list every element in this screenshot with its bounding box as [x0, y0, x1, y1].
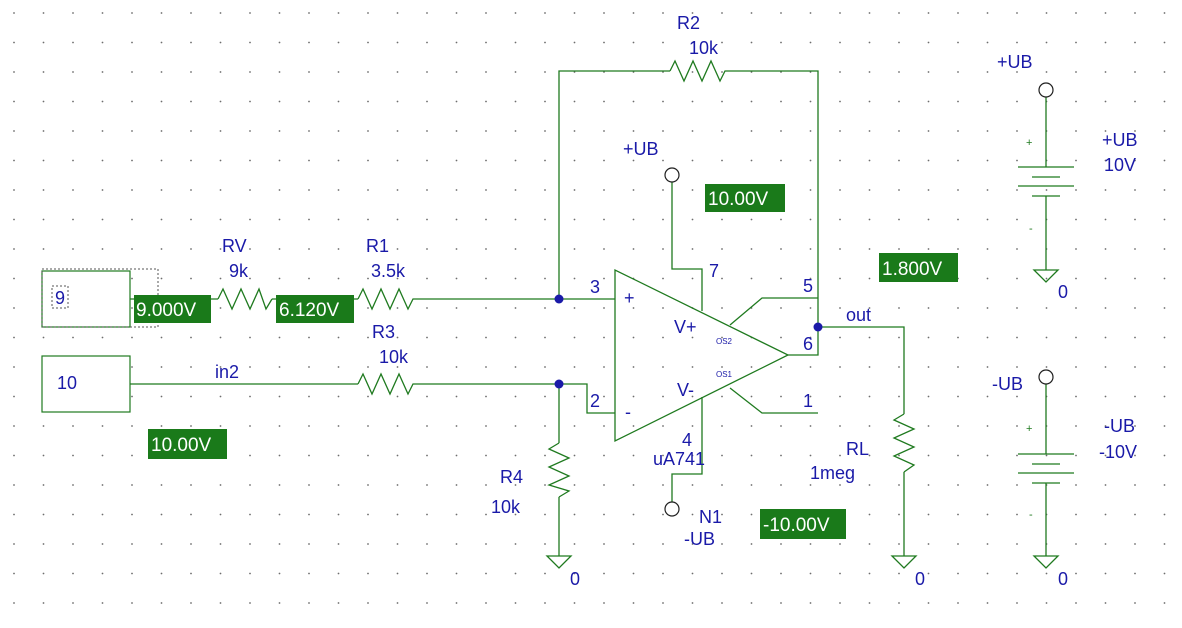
net-label-in2: in2	[215, 362, 239, 382]
opamp-os1-label: OS1	[716, 370, 733, 379]
vpos-supply-value: 10V	[1104, 155, 1136, 175]
r1-refdes: R1	[366, 236, 389, 256]
rv-value: 9k	[229, 261, 249, 281]
input-source-2-box[interactable]	[41, 355, 131, 413]
ground-symbol-vpos[interactable]	[1032, 269, 1060, 283]
opamp-pin1-label: 1	[803, 391, 813, 411]
resistor-r3-symbol[interactable]	[357, 372, 416, 396]
resistor-r4-symbol[interactable]	[547, 442, 571, 498]
vpos-supply-minus: -	[1029, 223, 1033, 235]
ground-label-vpos: 0	[1058, 282, 1068, 302]
battery-vneg-symbol[interactable]	[1018, 453, 1074, 484]
wire-out-rl	[818, 326, 905, 414]
battery-vpos-symbol[interactable]	[1018, 166, 1074, 197]
opamp-pin4-label: 4	[682, 430, 692, 450]
opamp-plus-sign: +	[624, 288, 635, 308]
resistor-rl-symbol[interactable]	[892, 413, 916, 473]
vpos-supply-refdes: +UB	[1102, 130, 1138, 150]
vpos-supply-plus: +	[1026, 137, 1032, 149]
voltage-marker-vneg-bg	[760, 509, 846, 539]
ground-symbol-r4[interactable]	[545, 555, 573, 569]
voltage-marker-out: 1.800V	[882, 259, 943, 280]
vpos-port-label: +UB	[997, 52, 1033, 72]
opamp-minus-sign: -	[625, 402, 631, 422]
junction-dot-out	[813, 322, 823, 332]
vneg-supply-minus: -	[1029, 509, 1033, 521]
r3-refdes: R3	[372, 322, 395, 342]
resistor-r2-symbol[interactable]	[669, 59, 730, 83]
opamp-pin7-label: 7	[709, 261, 719, 281]
voltage-marker-rv-r1-bg	[276, 295, 354, 323]
opamp-refdes: N1	[699, 507, 722, 527]
wire-node2-pin2	[559, 383, 615, 414]
voltage-marker-in2: 10.00V	[151, 435, 212, 456]
wire-feedback-right	[730, 70, 819, 327]
vneg-supply-value: -10V	[1099, 442, 1137, 462]
ground-symbol-rl[interactable]	[890, 555, 918, 569]
r2-refdes: R2	[677, 13, 700, 33]
opamp-pin2-label: 2	[590, 391, 600, 411]
opamp-body[interactable]	[614, 268, 790, 443]
ground-symbol-vneg[interactable]	[1032, 555, 1060, 569]
port-terminal-vneg-supply[interactable]	[1038, 369, 1054, 385]
r4-value: 10k	[491, 497, 521, 517]
ground-label-rl: 0	[915, 569, 925, 589]
rl-refdes: RL	[846, 439, 869, 459]
vneg-supply-refdes: -UB	[1104, 416, 1135, 436]
wire-pin4-vneg	[671, 397, 703, 502]
voltage-marker-vpos: 10.00V	[708, 189, 769, 210]
port-terminal-opamp-vpos[interactable]	[664, 167, 680, 183]
wire-feedback-left	[558, 70, 670, 299]
opamp-vpos-port-label: +UB	[623, 139, 659, 159]
opamp-vplus-label: V+	[674, 317, 697, 337]
r2-value: 10k	[689, 38, 719, 58]
port-terminal-vpos-supply[interactable]	[1038, 82, 1054, 98]
opamp-pin5-label: 5	[803, 276, 813, 296]
port-terminal-opamp-vneg[interactable]	[664, 501, 680, 517]
r4-refdes: R4	[500, 467, 523, 487]
voltage-marker-vpos-bg	[705, 184, 785, 212]
voltage-marker-in1: 9.000V	[136, 300, 197, 321]
r1-value: 3.5k	[371, 261, 406, 281]
wire-opamp-out	[788, 327, 819, 356]
opamp-vneg-port-label: -UB	[684, 529, 715, 549]
voltage-marker-in2-bg	[148, 429, 227, 459]
wire-vpos-pin7	[671, 182, 703, 311]
resistor-r1-symbol[interactable]	[357, 287, 416, 311]
rv-refdes: RV	[222, 236, 247, 256]
wire-pin1	[729, 387, 818, 414]
opamp-vminus-label: V-	[677, 380, 694, 400]
junction-dot-node3	[554, 294, 564, 304]
junction-dot-node2	[554, 379, 564, 389]
rl-value: 1meg	[810, 463, 855, 483]
ground-label-vneg: 0	[1058, 569, 1068, 589]
input-source-2-value[interactable]: 10	[57, 373, 77, 393]
voltage-marker-out-bg	[879, 253, 958, 282]
r3-value: 10k	[379, 347, 409, 367]
input-source-1-text-cursor	[51, 285, 69, 309]
resistor-rv-symbol[interactable]	[217, 287, 273, 311]
opamp-model-label: uA741	[653, 449, 705, 469]
ground-label-r4: 0	[570, 569, 580, 589]
net-label-out: out	[846, 305, 871, 325]
voltage-marker-in1-bg	[134, 295, 211, 323]
voltage-marker-rv-r1: 6.120V	[279, 300, 340, 321]
vneg-port-label: -UB	[992, 374, 1023, 394]
opamp-os2-label: OS2	[716, 337, 733, 346]
voltage-marker-vneg: -10.00V	[763, 515, 830, 536]
wire-pin5	[729, 297, 818, 326]
opamp-pin6-label: 6	[803, 334, 813, 354]
input-source-1-box[interactable]	[41, 270, 131, 328]
input-source-1-value[interactable]: 9	[55, 288, 65, 308]
wires	[130, 70, 1047, 556]
opamp-pin3-label: 3	[590, 277, 600, 297]
vneg-supply-plus: +	[1026, 423, 1032, 435]
